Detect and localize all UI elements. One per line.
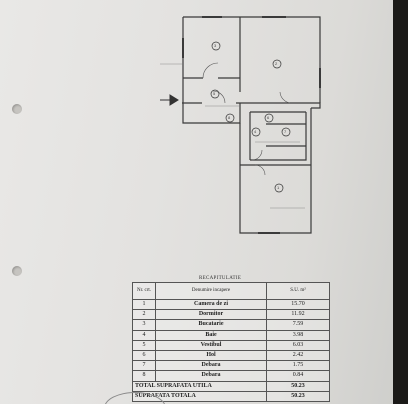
total-row: SUPRAFATA TOTALA 50.23 bbox=[132, 390, 330, 402]
table-row: 3 Bucatarie 7.59 bbox=[132, 319, 330, 331]
row-name: Baie bbox=[155, 329, 267, 341]
row-nr: 6 bbox=[132, 349, 156, 362]
row-area: 3.98 bbox=[266, 329, 330, 341]
recap-title: RECAPITULATIE bbox=[199, 276, 242, 281]
plan-wall-outer-top bbox=[183, 16, 321, 103]
row-area: 0.84 bbox=[266, 370, 330, 382]
room-5-marker bbox=[210, 89, 220, 99]
row-nr: 7 bbox=[132, 360, 156, 372]
table-row: 8 Debara 0.84 bbox=[132, 370, 330, 382]
room-2-marker bbox=[272, 59, 282, 69]
row-name: Bucatarie bbox=[155, 319, 267, 331]
row-nr: 1 bbox=[132, 298, 156, 311]
table-row: 1 Camera de zi 15.70 bbox=[132, 298, 330, 311]
row-name: Hol bbox=[155, 349, 267, 362]
header-nr: Nr. crt. bbox=[132, 282, 156, 300]
row-name: Debara bbox=[155, 360, 267, 372]
room-1-marker bbox=[274, 183, 284, 193]
room-label-1: 1 bbox=[277, 185, 280, 190]
row-nr: 4 bbox=[132, 329, 156, 341]
row-nr: 3 bbox=[132, 319, 156, 331]
room-3-marker bbox=[211, 41, 221, 51]
room-label-2: 2 bbox=[275, 61, 278, 66]
room-8-marker bbox=[225, 113, 235, 123]
room-label-6: 6 bbox=[267, 115, 270, 120]
row-area: 6.03 bbox=[266, 339, 330, 351]
row-nr: 2 bbox=[132, 309, 156, 321]
room-label-4: 4 bbox=[254, 129, 257, 134]
row-area: 2.42 bbox=[266, 349, 330, 362]
table-row: 2 Dormitor 11.92 bbox=[132, 309, 330, 321]
room-label-7: 7 bbox=[284, 129, 287, 134]
table-row: 5 Vestibul 6.03 bbox=[132, 339, 330, 351]
row-name: Debara bbox=[155, 370, 267, 382]
row-area: 11.92 bbox=[266, 309, 330, 321]
row-name: Vestibul bbox=[155, 339, 267, 351]
row-nr: 5 bbox=[132, 339, 156, 351]
room-label-3: 3 bbox=[214, 43, 217, 48]
row-area: 7.59 bbox=[266, 319, 330, 331]
row-area: 15.70 bbox=[266, 298, 330, 311]
total-useful-label: TOTAL SUPRAFATA UTILA bbox=[132, 380, 267, 392]
table-header-row: Nr. crt. Denumire incapere S.U. m² bbox=[132, 282, 330, 300]
header-area: S.U. m² bbox=[266, 282, 330, 300]
room-4-marker bbox=[251, 127, 261, 137]
table-row: 6 Hol 2.42 bbox=[132, 349, 330, 362]
punch-hole bbox=[12, 266, 22, 276]
floor-plan bbox=[160, 16, 321, 234]
room-6-marker bbox=[264, 113, 274, 123]
row-name: Dormitor bbox=[155, 309, 267, 321]
plan-wall-lower-block bbox=[239, 108, 312, 234]
room-label-5: 5 bbox=[213, 91, 216, 96]
row-area: 1.75 bbox=[266, 360, 330, 372]
room-7-marker bbox=[281, 127, 291, 137]
scanned-document-page: 3 2 5 8 6 4 7 1 RECAPITULATIE Nr. crt. D… bbox=[0, 0, 393, 404]
total-area: 50.23 bbox=[266, 390, 330, 402]
punch-hole bbox=[12, 104, 22, 114]
room-label-8: 8 bbox=[228, 115, 231, 120]
table-row: 4 Baie 3.98 bbox=[132, 329, 330, 341]
table-row: 7 Debara 1.75 bbox=[132, 360, 330, 372]
row-nr: 8 bbox=[132, 370, 156, 382]
header-name: Denumire incapere bbox=[155, 282, 267, 300]
total-useful-row: TOTAL SUPRAFATA UTILA 50.23 bbox=[132, 380, 330, 392]
recap-table: Nr. crt. Denumire incapere S.U. m² 1 Cam… bbox=[132, 282, 330, 402]
row-name: Camera de zi bbox=[155, 298, 267, 311]
total-useful-area: 50.23 bbox=[266, 380, 330, 392]
